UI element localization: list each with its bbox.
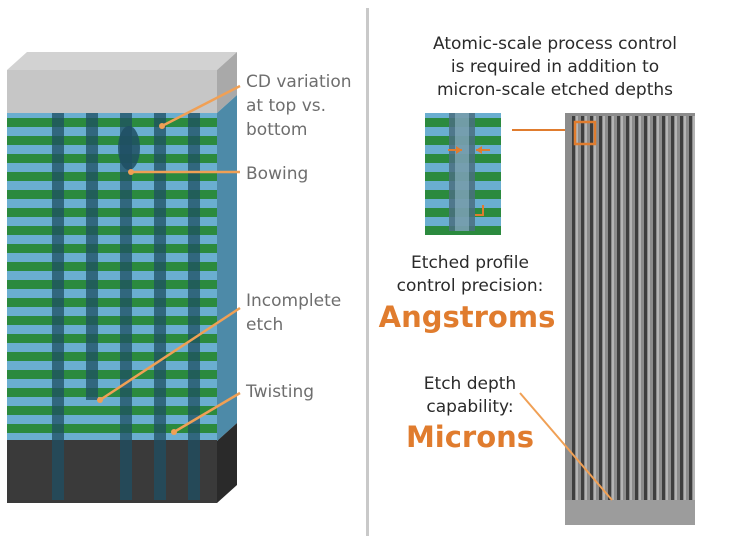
stack-green-layer xyxy=(7,370,217,379)
callout-label-cd-variation: CD variation at top vs. bottom xyxy=(246,72,352,140)
stack-green-layer xyxy=(7,316,217,325)
sem-trench xyxy=(662,116,665,506)
stack-green-layer xyxy=(7,262,217,271)
stack-layers xyxy=(7,113,217,503)
stack-green-layer xyxy=(7,298,217,307)
sem-trench xyxy=(617,116,620,506)
sem-trench xyxy=(599,116,602,506)
stack-side-cap xyxy=(217,52,237,113)
right-header: Atomic-scale process control is required… xyxy=(432,34,678,100)
stack-green-layer xyxy=(7,136,217,145)
panel-divider xyxy=(366,8,369,536)
callout-label-twisting: Twisting xyxy=(246,382,315,402)
sem-trench xyxy=(608,116,611,506)
sem-wall xyxy=(684,116,686,506)
callout-line-twisting xyxy=(173,391,241,434)
stack-green-layer xyxy=(7,172,217,181)
stack-green-layer xyxy=(7,424,217,433)
stack-green-layer xyxy=(7,334,217,343)
sem-wall xyxy=(612,116,614,506)
stack-green-layer xyxy=(7,118,217,127)
stack-top-face xyxy=(7,52,237,70)
sem-wall xyxy=(675,116,677,506)
sem-trench xyxy=(626,116,629,506)
sem-wall xyxy=(648,116,650,506)
etch-depth-value: Microns xyxy=(405,420,535,454)
sem-trench xyxy=(635,116,638,506)
stack-green-layer xyxy=(7,190,217,199)
sem-wall xyxy=(657,116,659,506)
sem-trench xyxy=(689,116,692,506)
sem-trench xyxy=(572,116,575,506)
sem-wall xyxy=(621,116,623,506)
sem-trench xyxy=(590,116,593,506)
sem-wall xyxy=(585,116,587,506)
profile-precision-value: Angstroms xyxy=(378,300,556,334)
sem-wall xyxy=(630,116,632,506)
callout-line-incomplete xyxy=(99,306,241,402)
bowing-region xyxy=(118,126,140,170)
inset-detail xyxy=(425,113,501,235)
etched-hole xyxy=(154,113,166,500)
sem-trench xyxy=(644,116,647,506)
stack-green-layer xyxy=(7,244,217,253)
callout-line-depth xyxy=(519,392,613,501)
callout-label-bowing: Bowing xyxy=(246,164,309,184)
sem-trench xyxy=(671,116,674,506)
sem-trench xyxy=(653,116,656,506)
sem-wall xyxy=(693,116,695,506)
stack-green-layer xyxy=(7,280,217,289)
profile-precision-label: Etched profile control precision: xyxy=(396,253,544,296)
etched-hole xyxy=(120,113,132,500)
sem-trench xyxy=(581,116,584,506)
sem-image xyxy=(565,113,695,525)
sem-trench xyxy=(680,116,683,506)
callout-line-cd xyxy=(161,84,241,128)
stack-green-layer xyxy=(7,226,217,235)
stack-green-layer xyxy=(7,208,217,217)
etched-hole xyxy=(52,113,64,500)
etched-hole xyxy=(188,113,200,500)
sem-wall xyxy=(603,116,605,506)
stack-side-layers xyxy=(217,95,237,441)
sem-wall xyxy=(666,116,668,506)
sem-wall xyxy=(594,116,596,506)
callout-label-incomplete-etch: Incomplete etch xyxy=(246,291,342,335)
stack-green-layer xyxy=(7,352,217,361)
stack-cap xyxy=(7,70,217,113)
etched-hole xyxy=(86,113,98,400)
stack-green-layer xyxy=(7,406,217,415)
stack-green-layer xyxy=(7,154,217,163)
etch-depth-label: Etch depth capability: xyxy=(423,374,517,417)
sem-wall xyxy=(639,116,641,506)
sem-wall xyxy=(576,116,578,506)
